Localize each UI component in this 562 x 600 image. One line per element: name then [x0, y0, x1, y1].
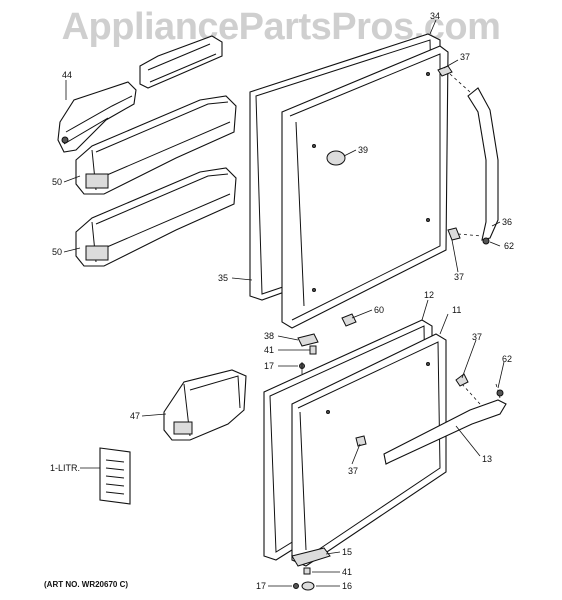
freezer-handle	[355, 373, 507, 465]
callout-12: 12	[424, 290, 435, 300]
callout-17-bottom: 17	[256, 581, 267, 591]
callout-62-top: 62	[504, 241, 515, 251]
callout-34: 34	[430, 11, 441, 21]
art-number: (ART NO. WR20670 C)	[44, 580, 129, 589]
callout-39: 39	[358, 145, 369, 155]
door-mount-lower	[447, 227, 461, 241]
callout-37-top: 37	[460, 52, 471, 62]
callout-50-lower: 50	[52, 247, 63, 257]
callout-62-low: 62	[502, 354, 513, 364]
callout-37-right: 37	[472, 332, 483, 342]
callout-16: 16	[342, 581, 353, 591]
door-stop	[341, 313, 357, 327]
freezer-door	[291, 333, 447, 567]
upper-hinge-hardware	[297, 333, 319, 374]
callout-37-mid: 37	[454, 272, 465, 282]
callout-41-top: 41	[264, 345, 275, 355]
callout-38: 38	[264, 331, 275, 341]
small-door-bin	[139, 35, 223, 89]
callout-13: 13	[482, 454, 493, 464]
callout-47: 47	[130, 411, 141, 421]
door-bin-lower	[75, 167, 237, 267]
door-bin-upper	[75, 95, 237, 195]
callout-17-top: 17	[264, 361, 275, 371]
literature-booklet	[99, 447, 131, 505]
fresh-food-door	[281, 45, 449, 329]
callout-1-litr: 1-LITR.	[50, 463, 81, 473]
callout-37-low: 37	[348, 466, 359, 476]
callout-44: 44	[62, 70, 73, 80]
fresh-food-handle	[449, 73, 499, 245]
callout-36: 36	[502, 217, 513, 227]
callout-41-bottom: 41	[342, 567, 353, 577]
dairy-door-cover	[57, 81, 137, 153]
callout-50-upper: 50	[52, 177, 63, 187]
callout-15: 15	[342, 547, 353, 557]
callout-11: 11	[452, 305, 462, 315]
callout-60: 60	[374, 305, 385, 315]
freezer-door-bin	[163, 369, 247, 441]
lower-hinge-hardware	[291, 547, 331, 591]
callout-35: 35	[218, 273, 229, 283]
